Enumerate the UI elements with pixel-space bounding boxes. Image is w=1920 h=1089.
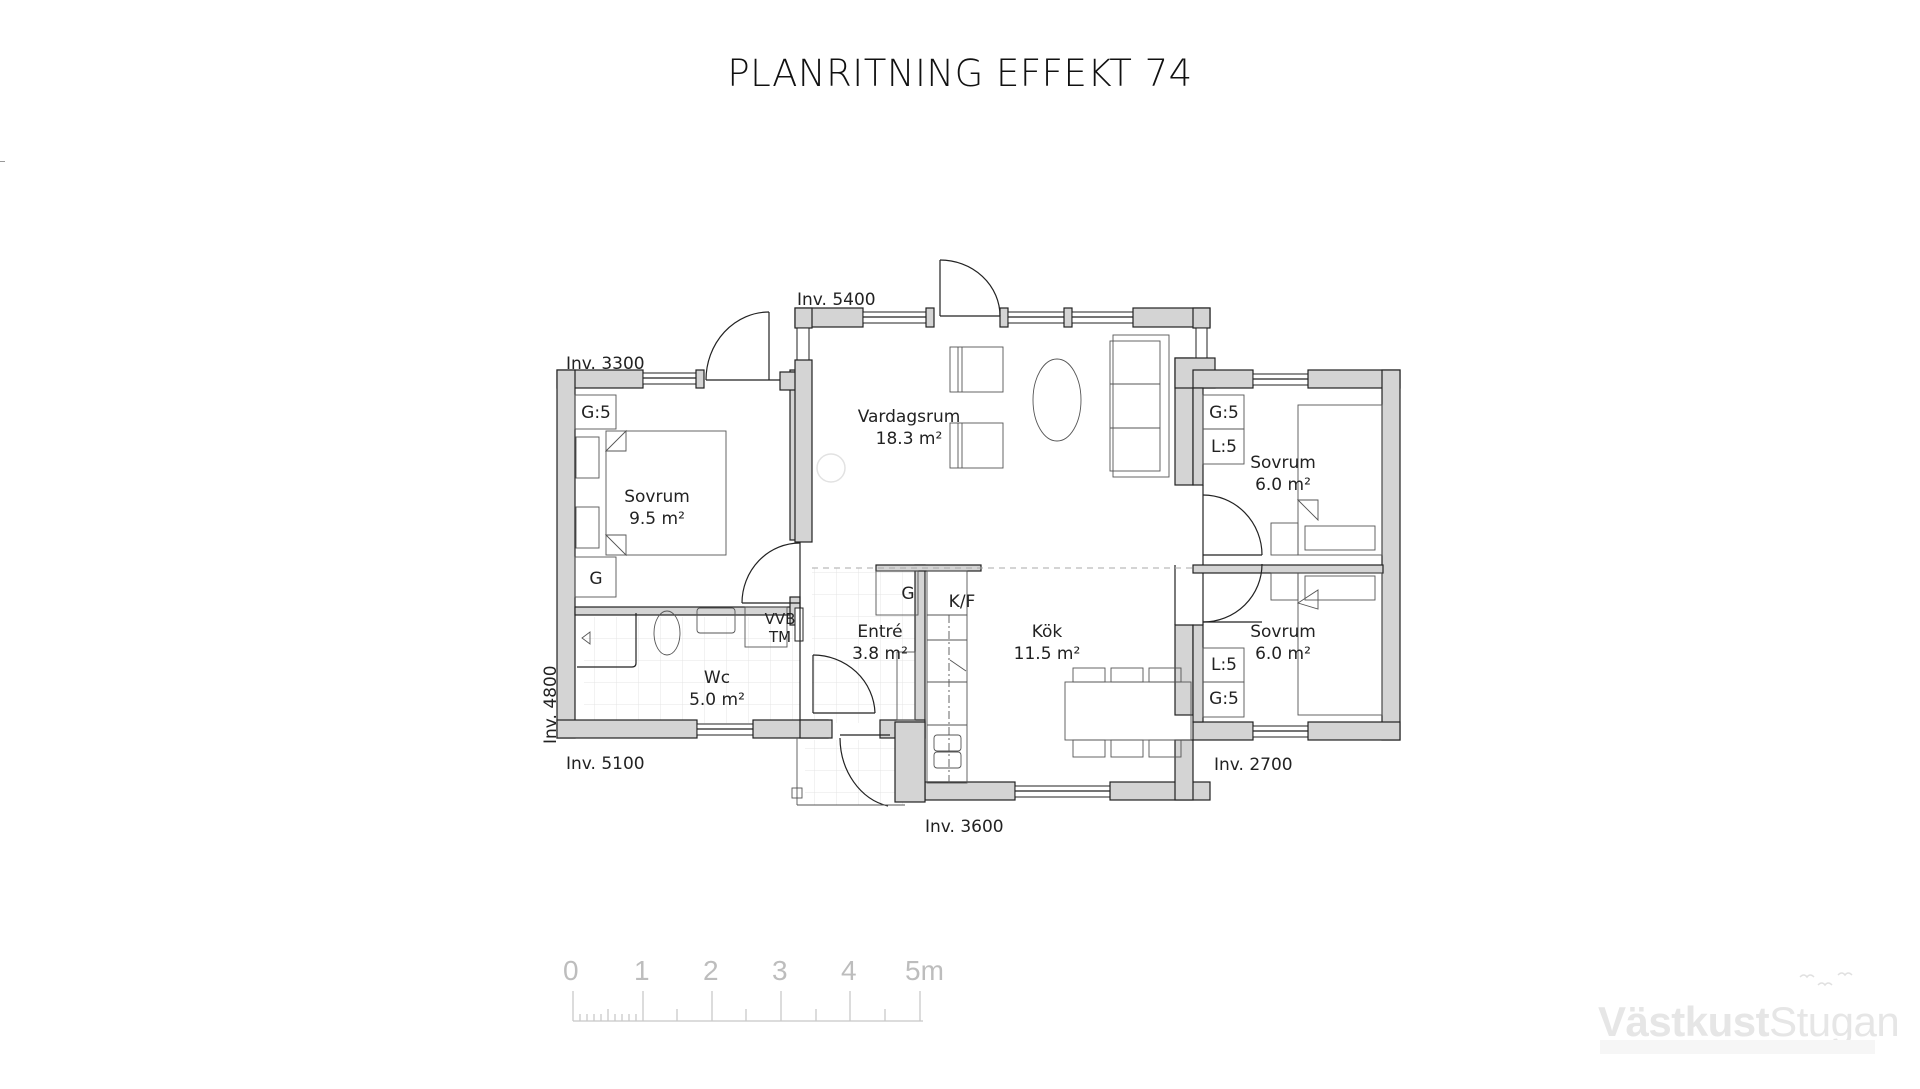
tag-g5-right-top: G:5	[1209, 403, 1239, 423]
room-area-entre: 3.8 m²	[852, 644, 908, 664]
room-name-kok: Kök	[1032, 622, 1063, 642]
tag-l5-right-bottom: L:5	[1211, 655, 1237, 675]
scale-label-4: 4	[841, 955, 857, 986]
wc-fixtures	[577, 606, 788, 668]
room-area-sovrum-right-bottom: 6.0 m²	[1255, 644, 1311, 664]
scale-label-1: 1	[634, 955, 650, 986]
scale-label-5m: 5m	[905, 955, 944, 986]
dim-inv-3300: Inv. 3300	[566, 354, 645, 374]
room-area-wc: 5.0 m²	[689, 690, 745, 710]
dim-inv-4800: Inv. 4800	[541, 665, 561, 744]
porch	[791, 738, 905, 806]
tag-g-entre: G	[901, 584, 914, 604]
tag-g-left: G	[589, 569, 602, 589]
tag-tm: TM	[768, 628, 791, 646]
room-area-sovrum-right-top: 6.0 m²	[1255, 475, 1311, 495]
scale-label-0: 0	[563, 955, 579, 986]
page-title: PLANRITNING EFFEKT 74	[727, 52, 1193, 95]
logo-underbar	[1600, 1040, 1875, 1054]
interior-doors	[741, 494, 1263, 807]
room-name-sovrum-right-bottom: Sovrum	[1250, 622, 1316, 642]
scale-bar: 0 1 2 3 4 5m	[563, 955, 944, 1022]
room-area-vardagsrum: 18.3 m²	[876, 429, 943, 449]
room-name-entre: Entré	[857, 622, 902, 642]
tag-vvb: VVB	[765, 610, 796, 628]
tag-l5-right-top: L:5	[1211, 437, 1237, 457]
dim-inv-2700: Inv. 2700	[1214, 755, 1293, 775]
room-name-sovrum-right-top: Sovrum	[1250, 453, 1316, 473]
tag-kf: K/F	[949, 592, 976, 612]
left-entrance-door	[705, 311, 780, 381]
right-wing-walls	[1192, 369, 1401, 741]
dim-inv-3600: Inv. 3600	[925, 817, 1004, 837]
room-area-sovrum-left: 9.5 m²	[629, 509, 685, 529]
porch-floor	[805, 740, 910, 805]
tag-g5-right-bottom: G:5	[1209, 689, 1239, 709]
entre-tile-floor	[812, 568, 920, 723]
brand-logo: VästkustStugan	[1598, 998, 1900, 1046]
room-name-vardagsrum: Vardagsrum	[858, 407, 961, 427]
living-furniture	[816, 334, 1170, 483]
scale-label-3: 3	[772, 955, 788, 986]
room-name-sovrum-left: Sovrum	[624, 487, 690, 507]
logo-bold: Västkust	[1598, 998, 1770, 1045]
tag-g5-left: G:5	[581, 403, 611, 423]
wc-tile-floor	[584, 617, 800, 723]
right-bedroom-furniture	[1202, 394, 1383, 718]
room-name-wc: Wc	[704, 668, 730, 688]
room-area-kok: 11.5 m²	[1014, 644, 1081, 664]
dim-inv-5400: Inv. 5400	[797, 290, 876, 310]
left-bedroom-furniture	[574, 394, 727, 598]
main-entrance-door	[939, 259, 1001, 317]
scale-label-2: 2	[703, 955, 719, 986]
dim-inv-5100: Inv. 5100	[566, 754, 645, 774]
main-block-walls	[794, 307, 1216, 803]
edge-mark	[0, 161, 5, 162]
bird-icons	[1799, 972, 1853, 987]
logo-light: Stugan	[1769, 998, 1900, 1045]
kitchen-fixtures	[875, 570, 1192, 784]
